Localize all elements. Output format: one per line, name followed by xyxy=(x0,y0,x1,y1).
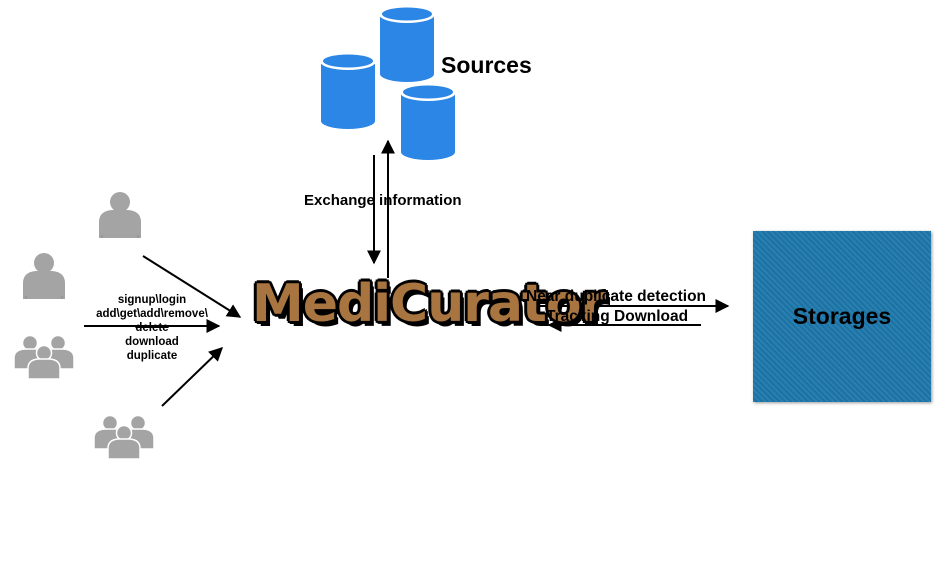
arrow-user-to-medicurator xyxy=(142,255,242,318)
user-action-line: download xyxy=(125,336,179,348)
sources-label: Sources xyxy=(441,52,532,78)
user-action-line: signup\login xyxy=(117,294,187,306)
database-icon xyxy=(400,83,456,161)
exchange-information-label: Exchange information xyxy=(304,192,462,209)
single-person-icon xyxy=(22,252,66,300)
user-action-line: duplicate xyxy=(126,350,178,362)
tracking-download-label: Tracking Download xyxy=(546,308,689,325)
database-icon xyxy=(379,5,435,83)
medicurator-logo: MediCurator xyxy=(252,274,606,334)
group-person-icon xyxy=(94,416,154,460)
user-action-line: delete xyxy=(135,322,169,334)
storage-box: Storages xyxy=(753,231,931,402)
single-person-icon xyxy=(98,191,142,239)
arrow-user-to-medicurator xyxy=(161,347,224,407)
group-person-icon xyxy=(14,336,74,380)
user-action-line: add\get\add\remove\ xyxy=(96,308,208,320)
database-icon xyxy=(320,52,376,130)
near-duplicate-detection-label: Near duplicate detection xyxy=(526,288,707,305)
storage-label: Storages xyxy=(792,303,892,329)
user-actions-label: signup\login add\get\add\remove\ delete … xyxy=(86,293,218,363)
